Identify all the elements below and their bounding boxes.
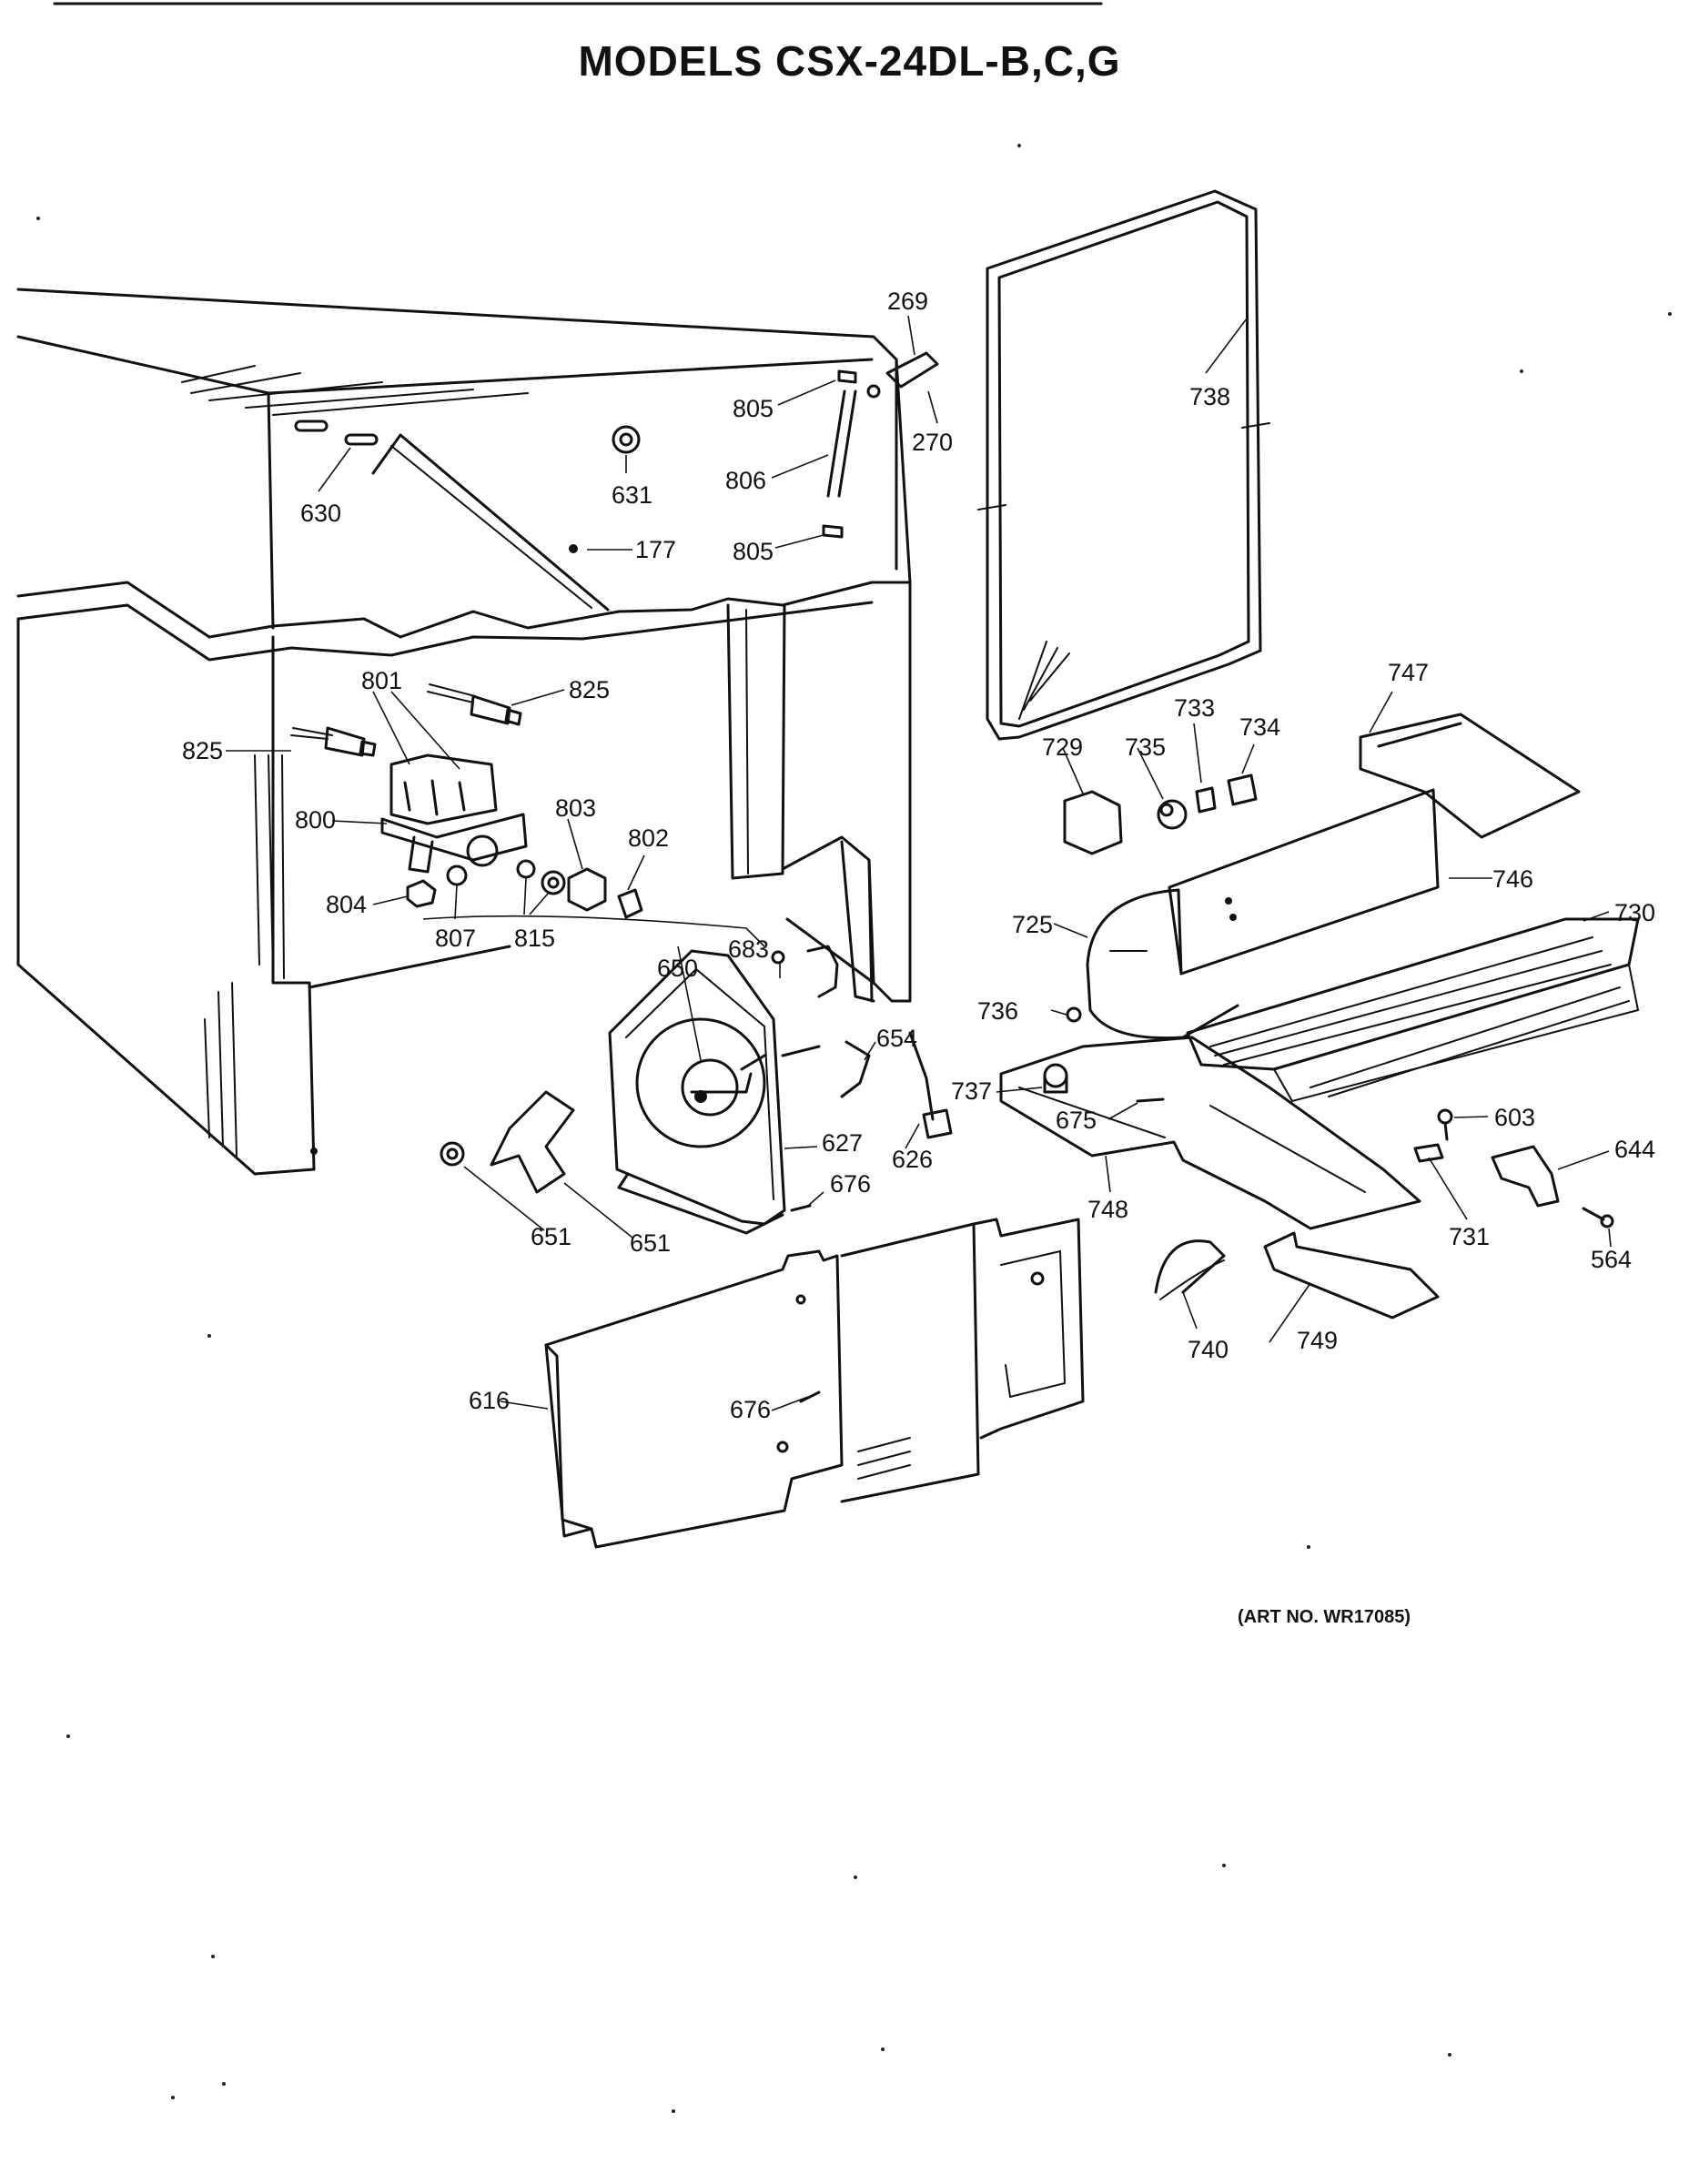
callout-735: 735 [1125, 733, 1166, 761]
scan-specks [36, 144, 1672, 2113]
callout-807: 807 [435, 925, 476, 952]
callout-730: 730 [1614, 899, 1655, 926]
callout-630: 630 [300, 500, 341, 527]
fill-tube-assembly [822, 351, 939, 539]
callout-650: 650 [657, 955, 698, 982]
callout-626: 626 [892, 1146, 933, 1173]
callout-269: 269 [887, 288, 928, 315]
callout-676-upper: 676 [830, 1170, 871, 1198]
callout-651-left: 651 [531, 1223, 571, 1250]
callout-736: 736 [977, 997, 1018, 1025]
callout-731: 731 [1449, 1223, 1490, 1250]
callout-labels: 269 805 270 738 806 630 631 805 177 801 … [182, 288, 1655, 1423]
page-title: MODELS CSX-24DL-B,C,G [578, 37, 1121, 85]
callout-747: 747 [1388, 659, 1429, 686]
callout-800: 800 [295, 806, 336, 834]
callout-270: 270 [912, 429, 953, 456]
callout-815: 815 [514, 925, 555, 952]
callout-651-right: 651 [630, 1229, 671, 1257]
rear-access-panels [544, 1218, 1085, 1549]
callout-746: 746 [1492, 865, 1533, 893]
callout-803: 803 [555, 794, 596, 822]
callout-740: 740 [1188, 1336, 1229, 1363]
callout-802: 802 [628, 824, 669, 852]
callout-805-bottom: 805 [733, 538, 774, 565]
callout-616: 616 [469, 1387, 510, 1414]
callout-804: 804 [326, 891, 367, 918]
cabinet-assembly [16, 288, 912, 1176]
callout-683: 683 [728, 935, 769, 963]
callout-676-lower: 676 [730, 1396, 771, 1423]
callout-749: 749 [1297, 1327, 1338, 1354]
callout-805-top: 805 [733, 395, 774, 422]
door-gasket-frame [977, 189, 1270, 741]
callout-734: 734 [1239, 713, 1280, 741]
callout-729: 729 [1042, 733, 1083, 761]
callout-825-right: 825 [569, 676, 610, 703]
callout-627: 627 [822, 1129, 863, 1157]
callout-806: 806 [725, 467, 766, 494]
callout-603: 603 [1494, 1104, 1535, 1131]
art-number: (ART NO. WR17085) [1238, 1607, 1411, 1627]
callout-725: 725 [1012, 911, 1053, 938]
water-valve-assembly [290, 683, 765, 947]
compressor-assembly [999, 713, 1640, 1320]
callout-733: 733 [1174, 694, 1215, 722]
callout-738: 738 [1189, 383, 1230, 410]
leader-lines [226, 315, 1612, 1411]
condenser-fan-assembly [440, 945, 953, 1235]
callout-737: 737 [951, 1077, 992, 1105]
callout-675: 675 [1056, 1107, 1097, 1134]
callout-177: 177 [635, 536, 676, 563]
callout-654: 654 [876, 1025, 917, 1052]
callout-644: 644 [1614, 1136, 1655, 1163]
callout-564: 564 [1591, 1246, 1632, 1273]
callout-631: 631 [612, 481, 652, 509]
callout-748: 748 [1087, 1196, 1128, 1223]
callout-825-left: 825 [182, 737, 223, 764]
callout-801: 801 [361, 667, 402, 694]
